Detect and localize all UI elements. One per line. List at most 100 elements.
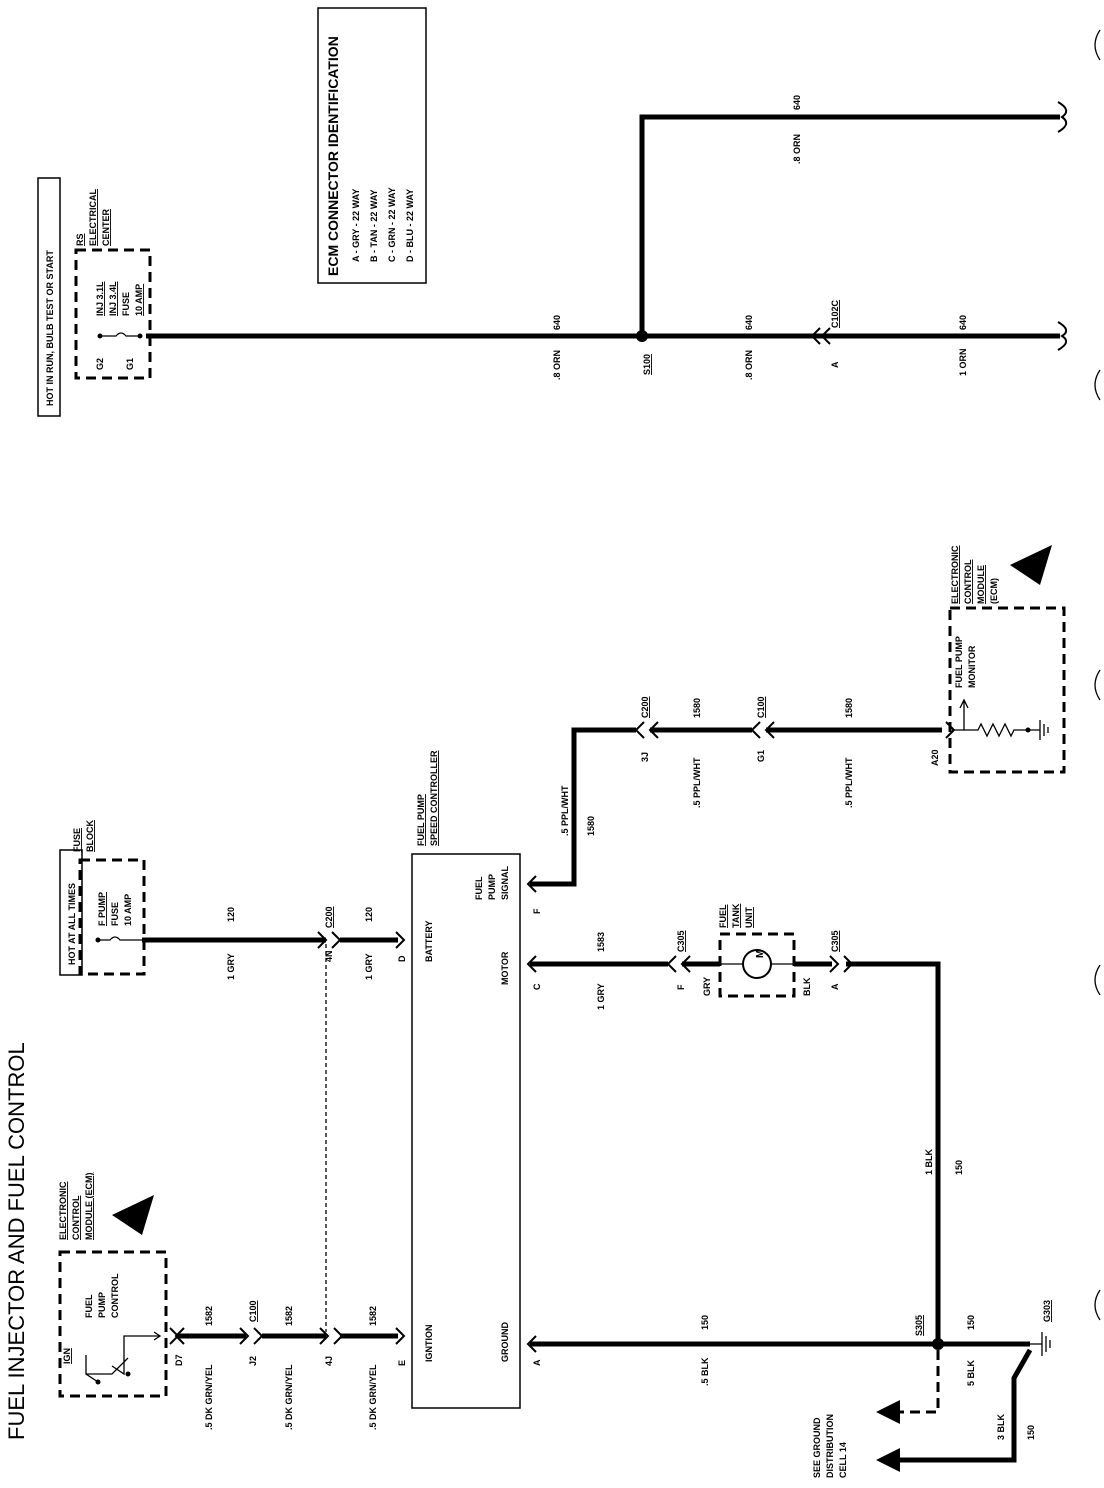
rs-electrical-center: RS ELECTRICAL CENTER INJ 3.1L INJ 3.4L F…	[74, 189, 152, 380]
binding-mark	[1094, 964, 1101, 996]
circuit-label: 1582	[368, 1306, 378, 1326]
wire-label: .8 ORN	[792, 134, 802, 164]
pin-label: J2	[248, 1356, 258, 1366]
hot-at-all-times-label: HOT AT ALL TIMES	[67, 883, 77, 965]
fuse-label: FUSE	[121, 292, 131, 316]
wire-label: .5 PPL/WHT	[692, 757, 702, 808]
circuit-label: 150	[1026, 1425, 1036, 1440]
controller-label: FUEL PUMP	[416, 794, 426, 846]
splice-s305	[932, 1338, 944, 1350]
ecm-label: MODULE (ECM)	[84, 1173, 94, 1241]
ground-icon	[1030, 1332, 1051, 1356]
connector-label: C100	[248, 1300, 258, 1322]
fuse-block-label: BLOCK	[85, 820, 95, 852]
binding-mark	[1094, 1289, 1101, 1321]
fuse-label: F PUMP	[97, 892, 107, 926]
wire-label: 1 GRY	[364, 953, 374, 980]
ecm-label: CONTROL	[71, 1195, 81, 1240]
pin-g2: G2	[95, 358, 105, 370]
ecm-table-row: D - BLU - 22 WAY	[405, 189, 415, 262]
connector-c200-b	[634, 721, 659, 739]
hot-at-all-times-box: HOT AT ALL TIMES	[59, 849, 83, 976]
ecm-label: (ECM)	[989, 578, 999, 604]
connector-label: C305	[830, 930, 840, 952]
controller-pin-name: SIGNAL	[500, 865, 510, 900]
control-label: FUEL	[84, 1294, 94, 1318]
ground-ref-label: CELL 14	[838, 1442, 848, 1478]
circuit-label: 640	[744, 315, 754, 330]
connector-c100-b	[239, 1327, 264, 1345]
circuit-label: 1583	[596, 932, 606, 952]
circuit-label: 640	[792, 95, 802, 110]
fuse-label: FUSE	[110, 902, 120, 926]
circuit-label: 640	[552, 315, 562, 330]
tank-label: FUEL	[718, 904, 728, 928]
wire-label: .5 DK GRN/YEL	[284, 1364, 294, 1430]
monitor-label: MONITOR	[967, 645, 977, 688]
circuit-label: 640	[958, 315, 968, 330]
ground-ref-label: SEE GROUND	[812, 1417, 822, 1478]
controller-pin-name: FUEL	[474, 876, 484, 900]
control-label: PUMP	[97, 1292, 107, 1318]
controller-pin-name: MOTOR	[500, 951, 510, 985]
ecm-label: MODULE	[976, 565, 986, 604]
controller-pin-name: PUMP	[487, 874, 497, 900]
rs-label: RS	[75, 233, 85, 246]
ecm-table-heading: ECM CONNECTOR IDENTIFICATION	[325, 36, 341, 276]
connector-c305-b	[829, 955, 854, 973]
circuit-label: 1582	[284, 1306, 294, 1326]
splice-label: S305	[914, 1315, 924, 1336]
controller-pin-name: GROUND	[500, 1322, 510, 1362]
connector-label: C200	[324, 906, 334, 928]
wire-label: 5 BLK	[966, 1359, 976, 1386]
hot-in-run-box: HOT IN RUN, BULB TEST OR START	[37, 177, 61, 417]
wire-label: 1 BLK	[924, 1148, 934, 1175]
pin-label: F	[532, 908, 542, 914]
wire-label: 1 GRY	[226, 953, 236, 980]
connector-label: C100	[756, 696, 766, 718]
connector-label: C102C	[830, 299, 840, 328]
motor-letter: M	[755, 950, 766, 958]
wire-label: .5 DK GRN/YEL	[368, 1364, 378, 1430]
controller-label: SPEED CONTROLLER	[429, 750, 439, 846]
splice-s100	[636, 330, 648, 342]
circuit-label: 1580	[586, 816, 596, 836]
pin-g1: G1	[125, 358, 135, 370]
circuit-label: 1580	[692, 698, 702, 718]
fuel-tank-unit: FUEL TANK UNIT M	[718, 903, 796, 998]
monitor-label: FUEL PUMP	[954, 636, 964, 688]
connector-c200	[317, 931, 342, 949]
circuit-label: 150	[954, 1160, 964, 1175]
tank-label: UNIT	[744, 907, 754, 928]
connector-label: C305	[676, 930, 686, 952]
pin-label: A	[830, 983, 840, 990]
connector-c100-a	[750, 721, 775, 739]
binding-mark	[1094, 29, 1101, 61]
connector-c102c	[810, 327, 831, 345]
connector-c305-a	[666, 955, 691, 973]
controller-pin-name: IGNTION	[424, 1325, 434, 1363]
ecm-connector-table: ECM CONNECTOR IDENTIFICATION A - GRY - 2…	[317, 7, 427, 284]
ecm-label: CONTROL	[963, 559, 973, 604]
wire-label: 1 GRY	[596, 983, 606, 1010]
ground-arrow-icon	[876, 1400, 900, 1424]
pin-label: G1	[756, 750, 766, 762]
wire-label: .5 BLK	[700, 1357, 710, 1386]
ground-arrow-icon	[876, 1448, 900, 1472]
diagram-title: FUEL INJECTOR AND FUEL CONTROL	[4, 1042, 29, 1440]
pin-label: E	[397, 1360, 407, 1366]
pin-label: 3J	[640, 752, 650, 762]
pin-label: D7	[174, 1354, 184, 1366]
wire-label: 3 BLK	[996, 1413, 1006, 1440]
wire-label: 1 ORN	[958, 348, 968, 376]
ground-label: G303	[1042, 1300, 1052, 1322]
wire-label: .5 PPL/WHT	[560, 785, 570, 836]
fuse-symbol	[98, 936, 142, 941]
inj-label: INJ 3.1L	[95, 281, 105, 316]
ecm-table-row: B - TAN - 22 WAY	[369, 189, 379, 262]
fuel-pump-speed-controller: FUEL PUMP SPEED CONTROLLER BATTERY FUEL …	[411, 750, 521, 1409]
resistor-icon	[964, 722, 1028, 738]
pin-label: F	[676, 984, 686, 990]
wire-label: .5 PPL/WHT	[844, 757, 854, 808]
